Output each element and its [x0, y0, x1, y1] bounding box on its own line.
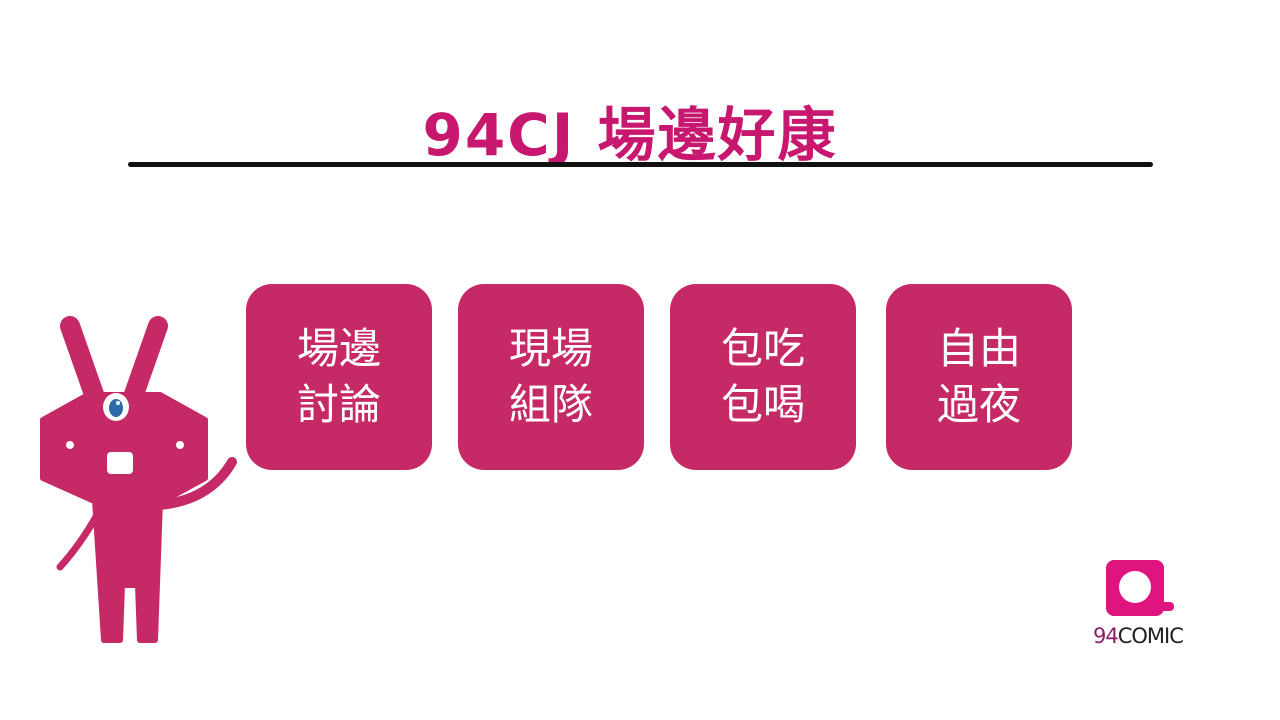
- card-line: 包喝: [720, 380, 805, 429]
- logo-word: COMIC: [1117, 624, 1184, 648]
- card-sideline-discussion: 場邊 討論: [246, 284, 432, 470]
- page-title: 94CJ 場邊好康: [422, 101, 838, 169]
- card-line: 自由: [936, 324, 1021, 373]
- card-overnight: 自由 過夜: [886, 284, 1072, 470]
- rabbit-mascot-icon: [40, 316, 237, 643]
- card-team-up: 現場 組隊: [458, 284, 644, 470]
- logo-wordmark: 94COMIC: [1093, 624, 1184, 648]
- card-line: 過夜: [936, 380, 1021, 429]
- card-line: 場邊: [296, 324, 381, 373]
- logo-number: 94: [1093, 624, 1119, 648]
- card-line: 討論: [296, 380, 381, 429]
- 94comic-logo-icon: [1106, 560, 1174, 616]
- card-line: 組隊: [508, 380, 593, 429]
- title-divider: [128, 162, 1153, 167]
- card-line: 現場: [508, 324, 593, 373]
- card-line: 包吃: [720, 324, 805, 373]
- card-food-drink: 包吃 包喝: [670, 284, 856, 470]
